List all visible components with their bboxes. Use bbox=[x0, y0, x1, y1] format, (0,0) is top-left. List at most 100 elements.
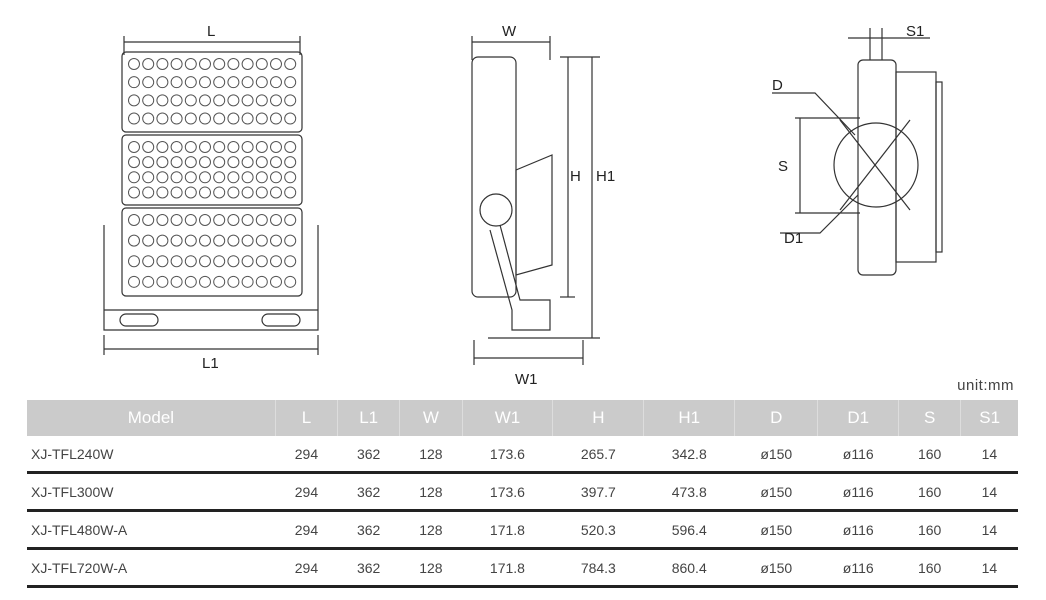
led-lens bbox=[170, 58, 183, 70]
led-lens bbox=[184, 275, 197, 288]
led-lens bbox=[184, 58, 197, 70]
led-lens bbox=[255, 214, 268, 226]
column-header: W bbox=[399, 400, 462, 436]
led-lens bbox=[241, 112, 254, 125]
led-lens bbox=[213, 156, 226, 169]
table-cell: 473.8 bbox=[643, 472, 735, 512]
led-lens bbox=[227, 112, 240, 125]
led-lens bbox=[241, 255, 254, 268]
led-lens bbox=[255, 94, 268, 107]
led-lens bbox=[156, 141, 169, 153]
led-lens bbox=[241, 58, 254, 70]
led-lens bbox=[128, 214, 140, 226]
dimension-drawings: L L1 W H H1 W1 S1 D S D1 bbox=[103, 23, 943, 388]
led-lens bbox=[184, 76, 197, 89]
led-lens bbox=[284, 214, 297, 226]
table-cell: 520.3 bbox=[552, 510, 644, 550]
led-lens bbox=[213, 171, 226, 184]
led-lens bbox=[227, 275, 240, 288]
label-L: L bbox=[207, 23, 215, 40]
label-S1: S1 bbox=[906, 23, 924, 40]
label-H: H bbox=[570, 168, 581, 185]
led-lens bbox=[128, 186, 140, 199]
led-lens bbox=[156, 112, 169, 125]
table-cell: ø150 bbox=[734, 436, 818, 474]
table-cell: 160 bbox=[898, 436, 961, 474]
led-lens bbox=[128, 58, 140, 70]
led-lens bbox=[270, 214, 282, 226]
label-D1: D1 bbox=[784, 230, 803, 247]
table-cell: 128 bbox=[399, 548, 462, 588]
led-lens bbox=[284, 255, 297, 268]
led-lens bbox=[184, 234, 197, 247]
led-lens bbox=[199, 234, 211, 247]
led-lens bbox=[128, 255, 140, 268]
table-cell: ø116 bbox=[817, 548, 899, 588]
led-lens bbox=[255, 112, 268, 125]
led-lens bbox=[128, 275, 140, 288]
led-lens bbox=[241, 171, 254, 184]
led-lens bbox=[227, 94, 240, 107]
column-header: Model bbox=[27, 400, 276, 436]
led-lens bbox=[156, 76, 169, 89]
table-cell: 173.6 bbox=[462, 436, 553, 474]
led-lens bbox=[270, 141, 282, 153]
led-lens bbox=[241, 214, 254, 226]
led-lens bbox=[241, 94, 254, 107]
led-lens bbox=[213, 234, 226, 247]
led-lens bbox=[199, 171, 211, 184]
column-header: S bbox=[898, 400, 961, 436]
led-lens bbox=[227, 255, 240, 268]
table-cell: XJ-TFL240W bbox=[27, 436, 276, 474]
led-lens bbox=[170, 275, 183, 288]
led-lens bbox=[284, 171, 297, 184]
table-cell: ø116 bbox=[817, 472, 899, 512]
led-lens bbox=[213, 76, 226, 89]
led-lens bbox=[142, 94, 155, 107]
table-cell: 342.8 bbox=[643, 436, 735, 474]
led-lens bbox=[170, 76, 183, 89]
led-lens bbox=[227, 58, 240, 70]
led-lens bbox=[184, 141, 197, 153]
led-lens bbox=[213, 214, 226, 226]
table-cell: ø116 bbox=[817, 510, 899, 550]
led-lens bbox=[128, 94, 140, 107]
led-lens bbox=[156, 58, 169, 70]
led-lens bbox=[128, 156, 140, 169]
table-cell: ø150 bbox=[734, 548, 818, 588]
led-lens bbox=[255, 186, 268, 199]
led-lens bbox=[142, 186, 155, 199]
led-lens bbox=[156, 275, 169, 288]
led-lens bbox=[199, 141, 211, 153]
led-lens bbox=[156, 234, 169, 247]
led-lens bbox=[184, 214, 197, 226]
led-lens bbox=[156, 214, 169, 226]
table-cell: 265.7 bbox=[552, 436, 644, 474]
led-lens bbox=[255, 156, 268, 169]
led-lens bbox=[170, 112, 183, 125]
led-lens bbox=[184, 112, 197, 125]
led-lens bbox=[270, 275, 282, 288]
led-lens bbox=[255, 58, 268, 70]
led-lens bbox=[227, 214, 240, 226]
table-cell: 294 bbox=[275, 472, 338, 512]
led-lens bbox=[142, 275, 155, 288]
table-cell: 171.8 bbox=[462, 510, 553, 550]
led-lens bbox=[270, 94, 282, 107]
led-lens bbox=[170, 186, 183, 199]
led-lens bbox=[128, 171, 140, 184]
led-lens bbox=[284, 76, 297, 89]
table-cell: 362 bbox=[337, 548, 400, 588]
led-lens bbox=[184, 255, 197, 268]
led-lens bbox=[142, 112, 155, 125]
led-lens bbox=[170, 94, 183, 107]
led-lens bbox=[255, 141, 268, 153]
led-lens bbox=[184, 156, 197, 169]
led-lens bbox=[170, 234, 183, 247]
led-lens bbox=[170, 171, 183, 184]
led-lens bbox=[128, 112, 140, 125]
table-cell: 160 bbox=[898, 548, 961, 588]
led-lens bbox=[142, 214, 155, 226]
